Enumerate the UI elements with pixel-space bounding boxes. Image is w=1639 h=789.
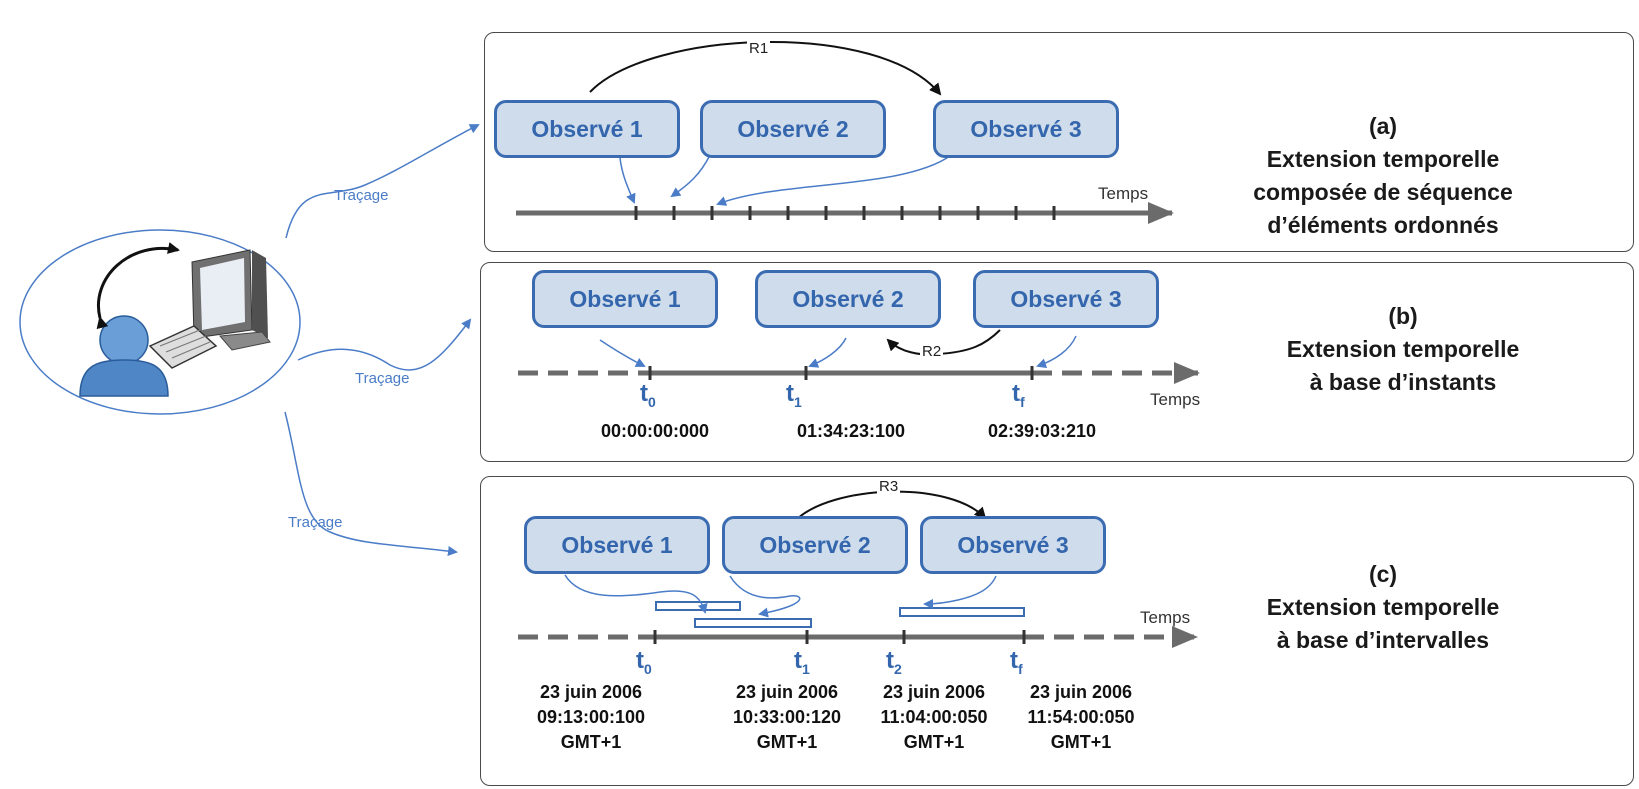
instant-c-t0-symbol: t	[636, 647, 644, 674]
instant-b-t1-value: 01:34:23:100	[796, 421, 906, 441]
caption-b-line-1: Extension temporelle	[1286, 336, 1520, 362]
observed-b1: Observé 1	[532, 270, 718, 328]
axis-c-label: Temps	[1140, 608, 1191, 627]
instant-c-tf-symbol: t	[1010, 647, 1018, 674]
trace-curve-a	[285, 124, 480, 239]
axis-c-ticks	[653, 630, 1026, 644]
caption-b-letter: (b)	[1388, 303, 1418, 329]
stamp-c-t0: 23 juin 2006 09:13:00:100 GMT+1	[516, 680, 666, 755]
instant-b-t1-sub: 1	[794, 393, 802, 410]
computer-icon	[148, 249, 271, 369]
instant-c-t0: t0	[636, 647, 652, 677]
stamp-c-tf-date: 23 juin 2006	[1029, 682, 1133, 702]
relation-r3: R3	[877, 478, 901, 495]
obs-link-a3	[716, 155, 951, 206]
relation-r1: R1	[747, 40, 771, 57]
obs-link-b3	[1036, 335, 1077, 369]
obs-link-a1	[619, 157, 636, 204]
obs-link-b1	[599, 339, 646, 367]
obs-link-c3	[923, 575, 997, 609]
trace-curve-b	[297, 318, 472, 371]
stamp-c-t1-date: 23 juin 2006	[735, 682, 839, 702]
stamp-c-t2-date: 23 juin 2006	[882, 682, 986, 702]
instant-c-t2-symbol: t	[886, 647, 894, 674]
stamp-c-t2: 23 juin 2006 11:04:00:050 GMT+1	[859, 680, 1009, 755]
observed-c2: Observé 2	[722, 516, 908, 574]
caption-c-line-2: à base d’intervalles	[1276, 627, 1490, 653]
caption-a-line-2: composée de séquence	[1253, 179, 1513, 205]
instant-b-tf: tf	[1012, 380, 1025, 410]
observed-a2: Observé 2	[700, 100, 886, 158]
caption-a: (a) Extension temporelle composée de séq…	[1218, 110, 1548, 242]
observed-b3: Observé 3	[973, 270, 1159, 328]
trace-label-a: Traçage	[334, 187, 389, 204]
stamp-c-t0-time: 09:13:00:100	[536, 707, 646, 727]
stamp-c-tf-tz: GMT+1	[1050, 732, 1112, 752]
interaction-arrow	[96, 242, 180, 330]
panel-b	[480, 262, 1634, 462]
caption-c-letter: (c)	[1368, 561, 1398, 587]
caption-c: (c) Extension temporelle à base d’interv…	[1218, 558, 1548, 657]
panel-c	[480, 476, 1634, 786]
stamp-c-tf-time: 11:54:00:050	[1027, 707, 1135, 727]
trace-label-b: Traçage	[355, 370, 410, 387]
stamp-c-t1-time: 10:33:00:120	[732, 707, 842, 727]
interval-bar-3	[899, 607, 1025, 617]
stamp-c-t2-time: 11:04:00:050	[880, 707, 988, 727]
instant-b-tf-sub: f	[1020, 393, 1025, 410]
stamp-c-tf: 23 juin 2006 11:54:00:050 GMT+1	[1006, 680, 1156, 755]
observed-c1: Observé 1	[524, 516, 710, 574]
axis-a-ticks	[634, 206, 1056, 220]
instant-c-t1-sub: 1	[802, 660, 810, 677]
obs-link-c1	[564, 574, 708, 614]
instant-c-tf-sub: f	[1018, 660, 1023, 677]
interval-bar-2	[694, 618, 812, 628]
relation-r2: R2	[920, 343, 944, 360]
instant-b-t0-symbol: t	[640, 380, 648, 407]
instant-b-t1: t1	[786, 380, 802, 410]
instant-b-t0: t0	[640, 380, 656, 410]
instant-c-t0-sub: 0	[644, 660, 652, 677]
obs-link-b2	[808, 337, 847, 368]
panel-a	[484, 32, 1634, 252]
trace-curve-c	[284, 411, 458, 556]
instant-c-t1-symbol: t	[794, 647, 802, 674]
caption-b: (b) Extension temporelle à base d’instan…	[1238, 300, 1568, 399]
instant-b-tf-value: 02:39:03:210	[987, 421, 1097, 441]
trace-label-c: Traçage	[288, 514, 343, 531]
stamp-c-t0-date: 23 juin 2006	[539, 682, 643, 702]
obs-link-a2	[670, 154, 711, 198]
instant-c-t1: t1	[794, 647, 810, 677]
caption-b-line-2: à base d’instants	[1309, 369, 1497, 395]
observed-b2: Observé 2	[755, 270, 941, 328]
axis-a-label: Temps	[1098, 184, 1149, 203]
obs-link-c2	[729, 575, 801, 618]
stamp-c-t1-tz: GMT+1	[756, 732, 818, 752]
instant-b-t0-value: 00:00:00:000	[600, 421, 710, 441]
instant-b-t0-sub: 0	[648, 393, 656, 410]
instant-c-t2: t2	[886, 647, 902, 677]
observed-a1: Observé 1	[494, 100, 680, 158]
instant-b-tf-symbol: t	[1012, 380, 1020, 407]
instant-c-t2-sub: 2	[894, 660, 902, 677]
caption-a-line-3: d’éléments ordonnés	[1267, 212, 1499, 238]
instant-c-tf: tf	[1010, 647, 1023, 677]
caption-c-line-1: Extension temporelle	[1266, 594, 1500, 620]
caption-a-line-1: Extension temporelle	[1266, 146, 1500, 172]
axis-b-ticks	[648, 366, 1034, 380]
observed-c3: Observé 3	[920, 516, 1106, 574]
caption-a-letter: (a)	[1368, 113, 1398, 139]
stamp-c-t1: 23 juin 2006 10:33:00:120 GMT+1	[712, 680, 862, 755]
instant-b-t1-symbol: t	[786, 380, 794, 407]
observed-a3: Observé 3	[933, 100, 1119, 158]
stamp-c-t0-tz: GMT+1	[560, 732, 622, 752]
axis-b-label: Temps	[1150, 390, 1201, 409]
stamp-c-t2-tz: GMT+1	[903, 732, 965, 752]
